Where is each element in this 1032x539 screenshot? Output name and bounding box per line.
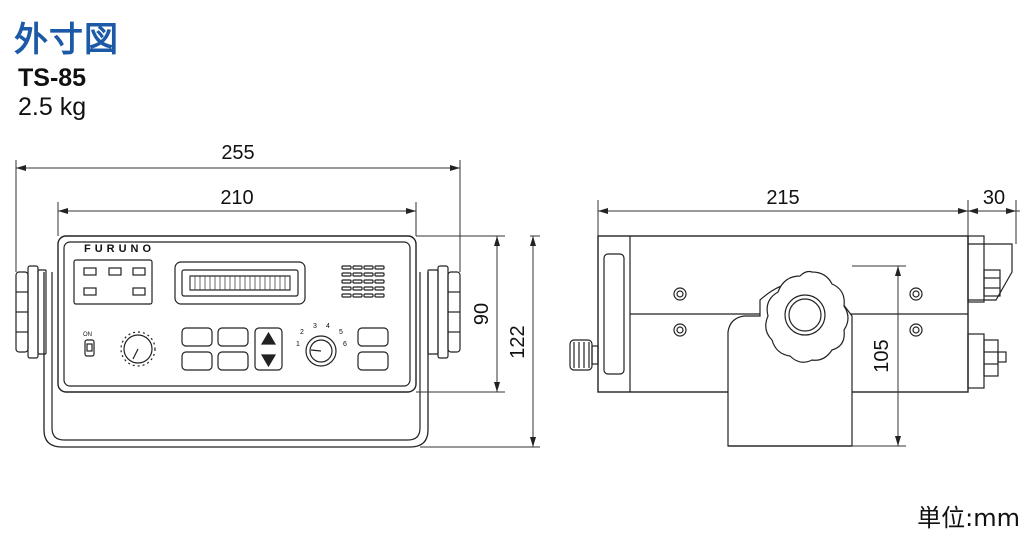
model-name: TS-85 (18, 64, 87, 92)
weight-value: 2.5 kg (18, 93, 87, 121)
dial-scale-5: 5 (339, 329, 343, 336)
speaker-grille (341, 265, 385, 298)
dim-panel-width: 210 (220, 187, 253, 209)
dial-scale-3: 3 (313, 323, 317, 330)
selector-dial (305, 335, 337, 367)
dim-rear-protrusion: 30 (983, 187, 1005, 209)
dial-scale-6: 6 (343, 341, 347, 348)
power-switch (84, 339, 95, 357)
brand-logo: FURUNO (84, 243, 155, 255)
dim-side-height: 105 (871, 339, 893, 372)
indicator-group (73, 259, 153, 305)
dim-overall-height: 122 (507, 325, 529, 358)
dim-panel-height: 90 (471, 303, 493, 325)
dim-overall-width: 255 (221, 142, 254, 164)
dial-scale-2: 2 (300, 329, 304, 336)
keypad (181, 327, 389, 371)
side-view (569, 235, 1013, 447)
dial-scale-4: 4 (326, 323, 330, 330)
unit-note: 単位:mm (917, 504, 1020, 532)
right-bracket-knob (427, 265, 461, 359)
left-bracket-knob (15, 265, 47, 359)
dim-depth: 215 (766, 187, 799, 209)
volume-dial (120, 331, 156, 367)
front-panel (57, 235, 417, 393)
page-title: 外寸図 (14, 20, 119, 60)
power-label: ON (83, 332, 92, 338)
dial-scale-1: 1 (296, 341, 300, 348)
